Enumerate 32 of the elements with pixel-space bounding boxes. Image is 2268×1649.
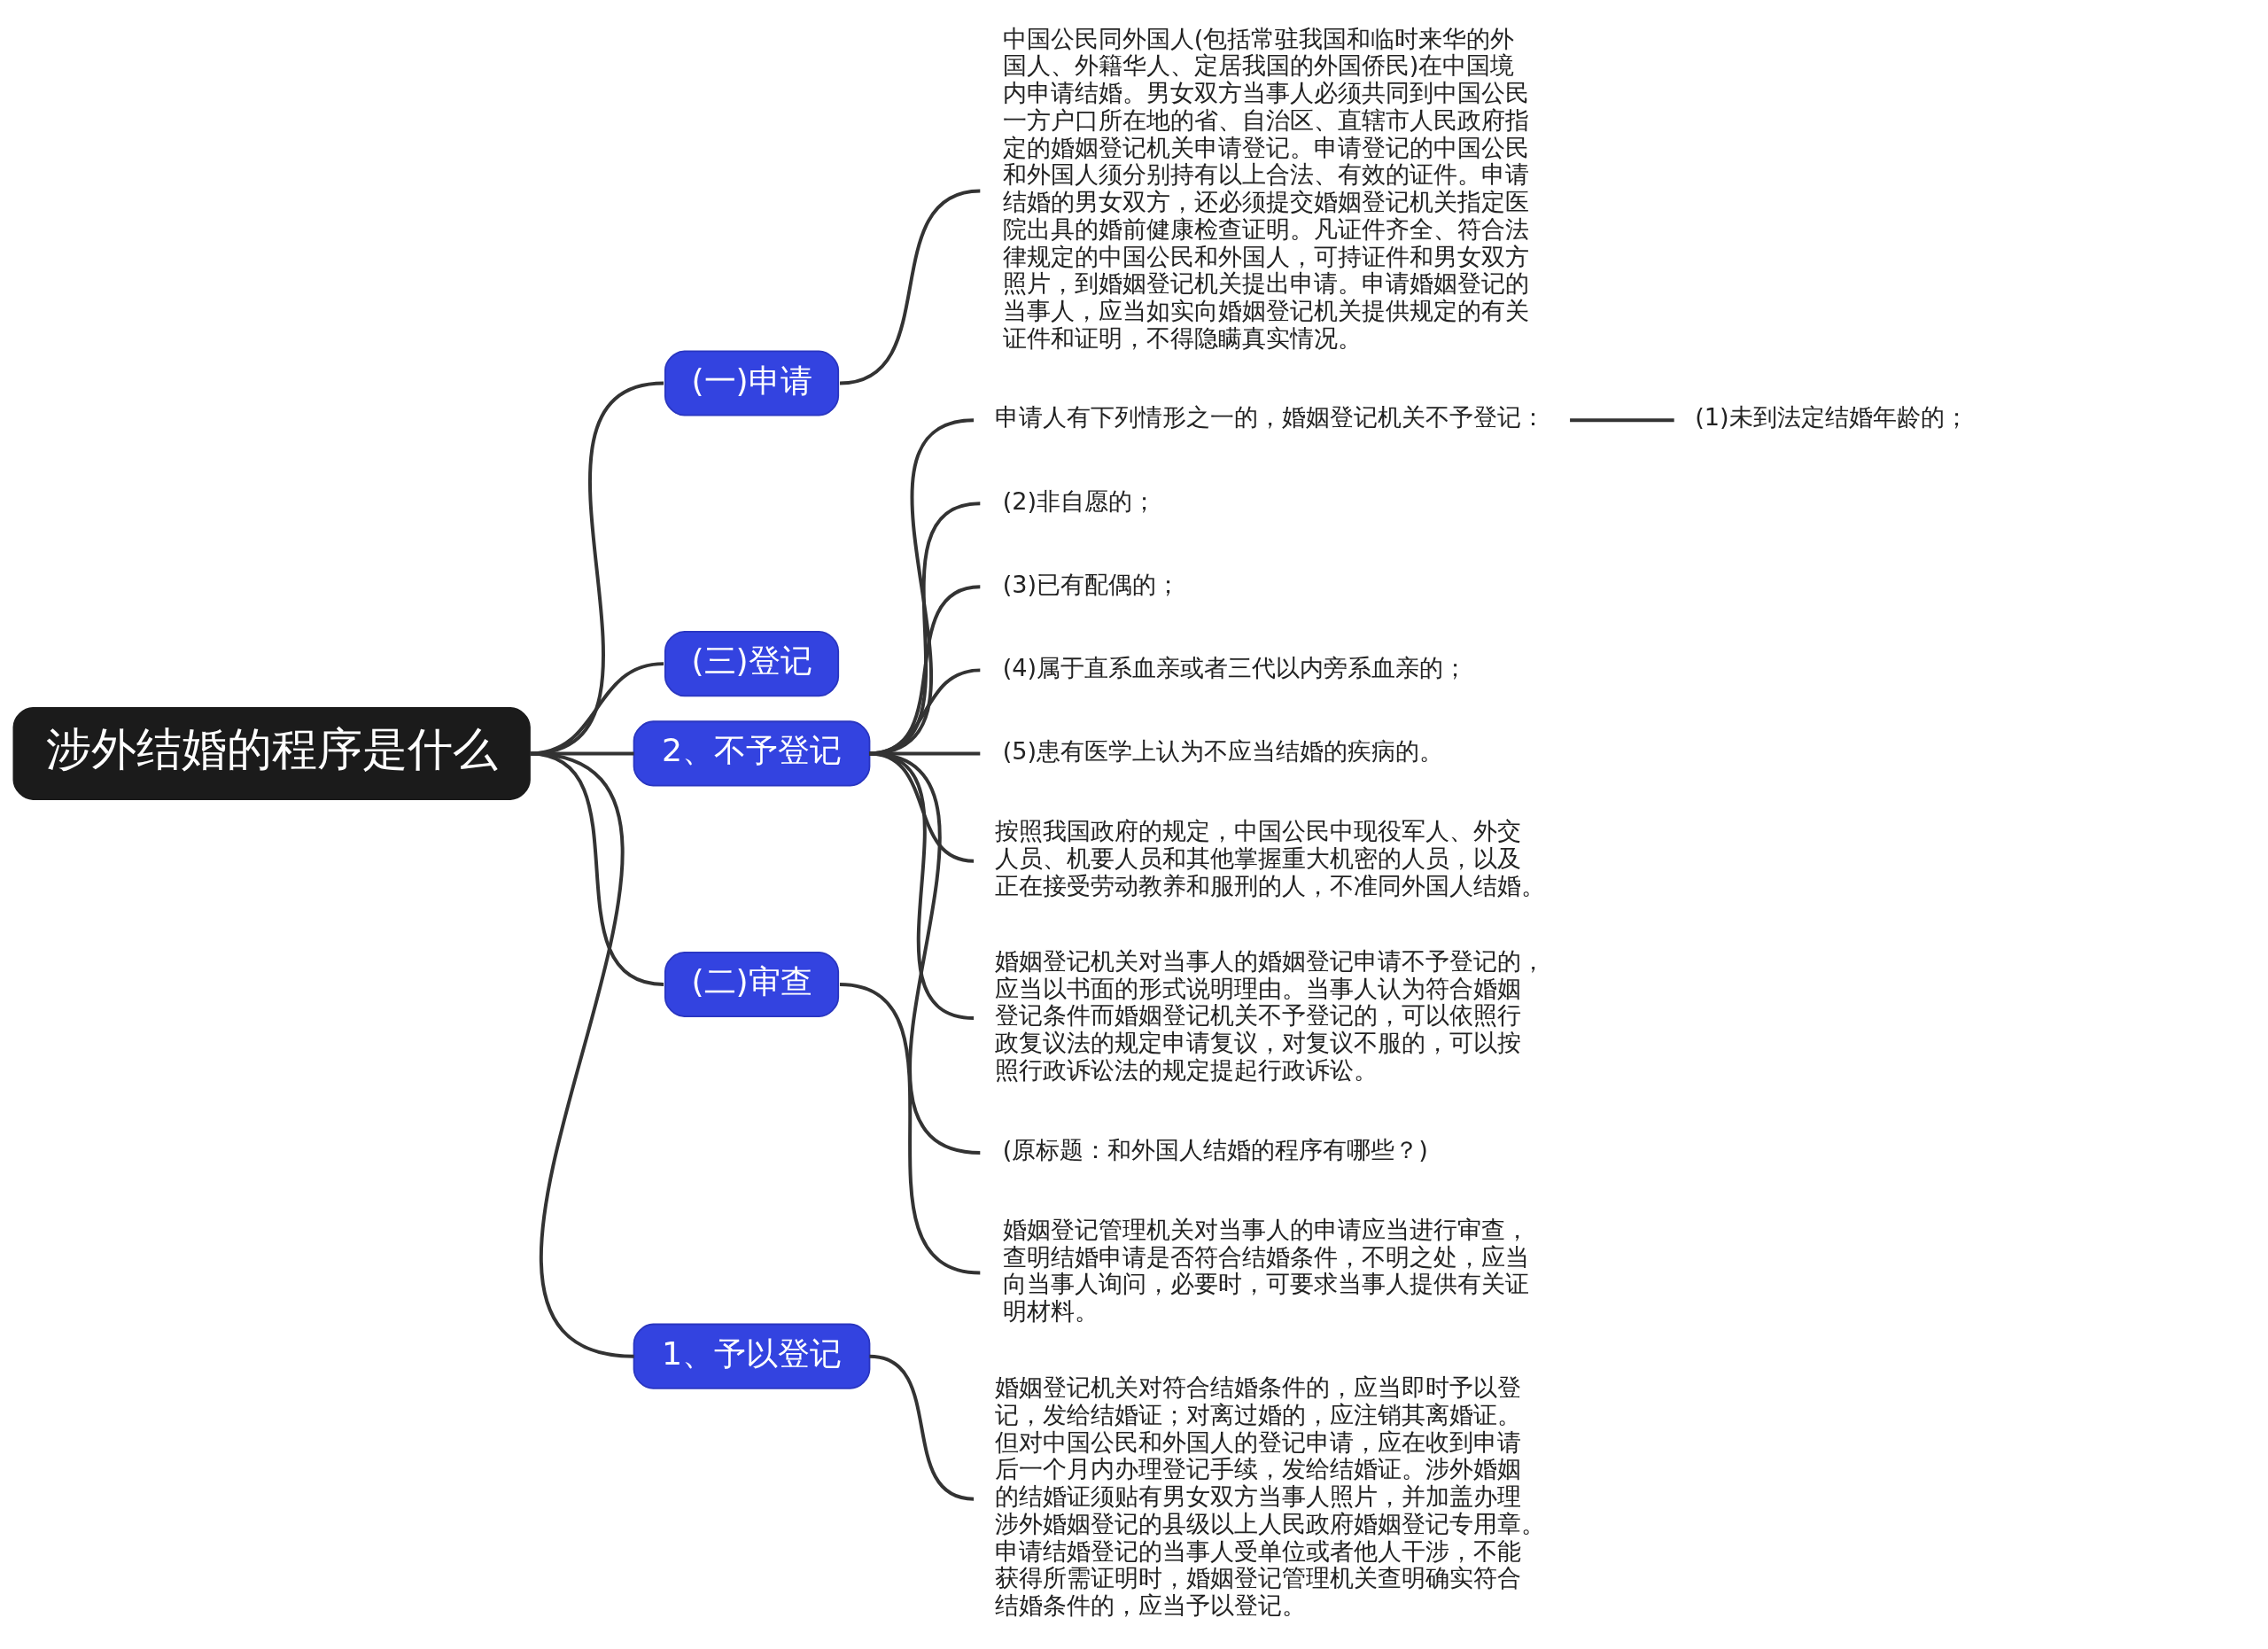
node-box: 涉外结婚的程序是什么	[12, 706, 531, 800]
node-box: 2、不予登记	[633, 720, 871, 787]
node-text: (1)未到法定结婚年龄的；	[1695, 403, 1969, 432]
connector	[869, 1354, 975, 1501]
node-text: 申请人有下列情形之一的，婚姻登记机关不予登记：	[994, 403, 1545, 432]
connector	[529, 751, 634, 756]
node-text: 婚姻登记管理机关对当事人的申请应当进行审查，查明结婚申请是否符合结婚条件，不明之处，应当向当事人询问，必要时，可要求当事人提供有关证明材料。	[1002, 1215, 1529, 1326]
node-text: (4)属于直系血亲或者三代以内旁系血亲的；	[1002, 653, 1468, 681]
connector	[869, 751, 981, 1155]
node-box: 1、予以登记	[633, 1323, 871, 1389]
connector	[529, 751, 634, 1358]
node-text: (原标题：和外国人结婚的程序有哪些？)	[1002, 1136, 1428, 1164]
node-text: 按照我国政府的规定，中国公民中现役军人、外交人员、机要人员和其他掌握重大机密的人员，以及正在接受劳动教养和服刑的人，不准同外国人结婚。	[994, 817, 1545, 899]
connector	[529, 751, 664, 986]
connector	[529, 662, 664, 756]
connector	[869, 668, 981, 756]
connector	[869, 585, 981, 756]
node-text: (3)已有配偶的；	[1002, 570, 1181, 598]
connector	[839, 983, 981, 1275]
connector	[839, 189, 981, 385]
connector	[869, 751, 981, 756]
node-text: (2)非自愿的；	[1002, 486, 1157, 515]
connector	[1570, 418, 1674, 423]
node-box: (三)登记	[664, 631, 840, 697]
node-box: (一)申请	[664, 350, 840, 416]
node-text: 婚姻登记机关对符合结婚条件的，应当即时予以登记，发给结婚证；对离过婚的，应注销其离婚证。但对中国公民和外国人的登记申请，应在收到申请后一个月内办理登记手续，发给结婚证。涉外婚姻的结婚证须贴有男女双方当事人照片，并加盖办理涉外婚姻登记的县级以上人民政府婚姻登记专用章。申请结婚登记的当事人受单位或者他人干涉，不能获得所需证明时，婚姻登记管理机关查明确实符合结婚条件的，应当予以登记。	[994, 1373, 1545, 1620]
node-text: (5)患有医学上认为不应当结婚的疾病的。	[1002, 736, 1444, 765]
connector	[869, 502, 981, 756]
node-box: (二)审查	[664, 951, 840, 1018]
node-text: 婚姻登记机关对当事人的婚姻登记申请不予登记的，应当以书面的形式说明理由。当事人认为符合婚姻登记条件而婚姻登记机关不予登记的，可以依照行政复议法的规定申请复议，对复议不服的，可以按照行政诉讼法的规定提起行政诉讼。	[994, 946, 1545, 1084]
node-text: 中国公民同外国人(包括常驻我国和临时来华的外国人、外籍华人、定居我国的外国侨民)在中国境内申请结婚。男女双方当事人必须共同到中国公民一方户口所在地的省、自治区、直辖市人民政府指定的婚姻登记机关申请登记。申请登记的中国公民和外国人须分别持有以上合法、有效的证件。申请结婚的男女双方，还必须提交婚姻登记机关指定医院出具的婚前健康检查证明。凡证件齐全、符合法律规定的中国公民和外国人，可持证件和男女双方照片，到婚姻登记机关提出申请。申请婚姻登记的当事人，应当如实向婚姻登记机关提供规定的有关证件和证明，不得隐瞒真实情况。	[1002, 24, 1529, 352]
connector	[529, 381, 664, 756]
